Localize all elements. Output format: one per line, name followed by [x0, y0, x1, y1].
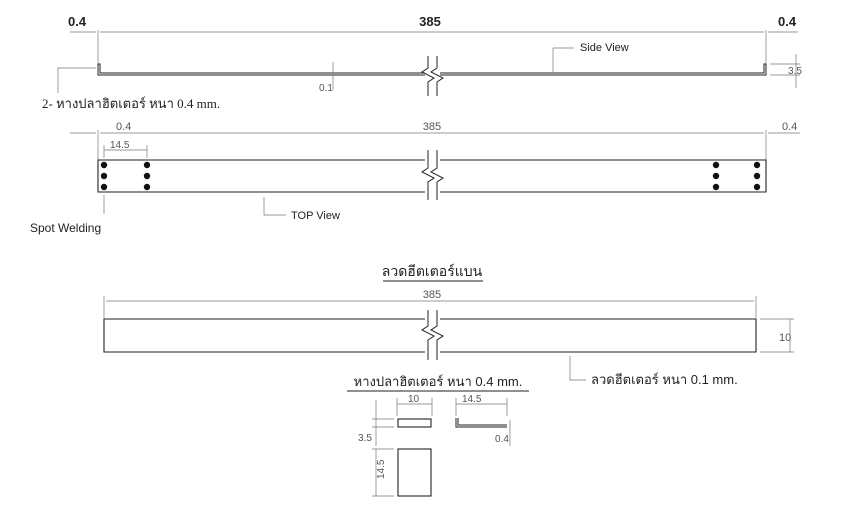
top-dim-left: 0.4 [116, 121, 131, 133]
weld-spot [143, 161, 151, 169]
side-break-right [430, 56, 444, 96]
side-dim-thickness: 0.1 [319, 83, 333, 94]
tail-body-plate [397, 448, 432, 497]
weld-spot [753, 172, 761, 180]
side-break-left [421, 56, 435, 96]
weld-spot [753, 161, 761, 169]
wire-thickness-note: ลวดฮีตเตอร์ หนา 0.1 mm. [591, 372, 738, 387]
weld-spot [100, 161, 108, 169]
spot-welding-label: Spot Welding [30, 221, 101, 235]
tail-dim-top-width: 10 [408, 394, 420, 405]
side-left-leader [57, 67, 96, 93]
tail-dim-top-length: 14.5 [462, 394, 482, 405]
side-dim-left: 0.4 [68, 14, 87, 29]
tail-bent-outer [455, 418, 507, 428]
tail-detail-title: หางปลาฮิตเตอร์ หนา 0.4 mm. [354, 374, 523, 389]
wire-strip-left [103, 318, 425, 353]
flat-wire-title: ลวดฮีตเตอร์แบน [382, 263, 483, 279]
side-strip-right-inner [440, 63, 766, 74]
tail-part-label: 2- หางปลาฮิตเตอร์ หนา 0.4 mm. [42, 96, 220, 111]
top-label-leader [263, 197, 286, 216]
side-strip-right [440, 64, 767, 76]
top-break-left [421, 150, 435, 200]
side-dim-right: 0.4 [778, 14, 797, 29]
wire-dim-width: 10 [779, 332, 791, 344]
tail-top-plate [397, 418, 432, 428]
tail-dim-body-height: 14.5 [376, 459, 387, 479]
side-view-label: Side View [580, 42, 629, 54]
weld-spot [753, 183, 761, 191]
wire-dim-total: 385 [423, 289, 441, 301]
tail-bent-inner [457, 418, 507, 426]
side-strip-left [97, 64, 425, 76]
weld-spot [143, 183, 151, 191]
wire-strip-right [440, 318, 757, 353]
side-dim-height: 3.5 [788, 66, 802, 77]
top-dim-right: 0.4 [782, 121, 797, 133]
top-strip-right [440, 159, 767, 193]
side-strip-left-inner [98, 63, 425, 74]
weld-spot [143, 172, 151, 180]
side-view: 0.4 385 0.4 Side View 0.1 3.5 [57, 14, 802, 96]
flat-wire-view: ลวดฮีตเตอร์แบน 385 10 ลวดฮีตเตอร์ หนา 0.… [103, 263, 794, 387]
top-dim-spacing: 14.5 [110, 140, 130, 151]
top-break-right [430, 150, 444, 200]
tail-detail-view: หางปลาฮิตเตอร์ หนา 0.4 mm. 10 14.5 0.4 3… [347, 374, 529, 497]
side-dim-total: 385 [419, 14, 441, 29]
weld-spot [712, 183, 720, 191]
top-dim-total: 385 [423, 121, 441, 133]
top-view-label: TOP View [291, 210, 340, 222]
weld-spot [712, 161, 720, 169]
top-view: 0.4 385 0.4 14.5 Spot Welding TOP View [30, 121, 800, 235]
weld-spot [712, 172, 720, 180]
weld-spot [100, 183, 108, 191]
wire-note-leader [569, 356, 586, 381]
top-strip-left [97, 159, 425, 193]
weld-spot [100, 172, 108, 180]
wire-break-left [421, 310, 435, 360]
tail-dim-small-height: 3.5 [358, 433, 372, 444]
tail-dim-thickness: 0.4 [495, 434, 509, 445]
wire-break-right [430, 310, 444, 360]
